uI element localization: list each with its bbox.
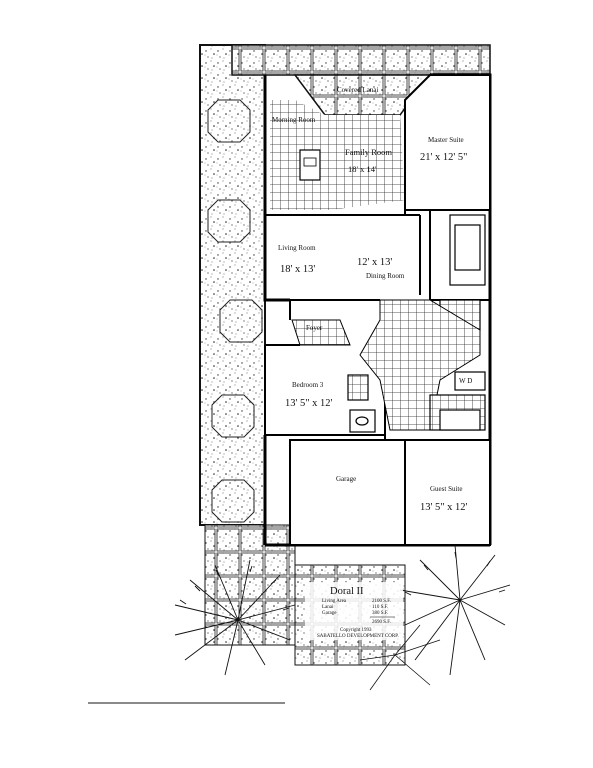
- guest-suite: [404, 439, 491, 546]
- family-room-floor: [270, 100, 405, 210]
- title-block: Doral II Living Area 2100 S.F. Lanai 110…: [305, 582, 403, 640]
- label-bedroom3: Bedroom 3: [292, 381, 324, 389]
- label-foyer: Foyer: [306, 324, 323, 332]
- paver-walkway: [199, 44, 491, 646]
- label-living-room: Living Room: [278, 244, 316, 252]
- shrub-bottom: [359, 624, 441, 691]
- area-row-label: Lanai: [322, 605, 334, 610]
- area-row-total: 2690 S.F.: [372, 620, 391, 625]
- label-family-room-size: 18' x 14': [348, 164, 377, 174]
- label-master-suite-size: 21' x 12' 5": [420, 152, 467, 163]
- label-dining-room: Dining Room: [366, 272, 405, 280]
- garage: [289, 439, 406, 546]
- label-covered-lanai: Covered Lanai: [337, 86, 378, 94]
- palm-right: [399, 544, 511, 676]
- area-row-value: 2100 S.F.: [372, 599, 391, 604]
- label-family-room: Family Room: [345, 147, 392, 157]
- label-dining-room-size: 12' x 13': [357, 257, 392, 268]
- palm-left: [174, 559, 296, 676]
- laundry: [429, 371, 486, 431]
- label-master-suite: Master Suite: [428, 136, 464, 144]
- area-row-label: Garage: [322, 611, 337, 616]
- label-morning-room: Morning Room: [272, 116, 316, 124]
- area-row-value: 380 S.F.: [372, 611, 388, 616]
- label-bedroom3-size: 13' 5" x 12': [285, 398, 333, 409]
- label-guest-suite-size: 13' 5" x 12': [420, 502, 468, 513]
- model-name: Doral II: [330, 586, 364, 597]
- builder-name: SABATELLO DEVELOPMENT CORP.: [317, 634, 399, 639]
- area-row-label: Living Area: [322, 599, 347, 604]
- copyright: Copyright 1993: [340, 628, 372, 633]
- hall-floor: [291, 299, 481, 431]
- label-wd: W D: [459, 377, 472, 385]
- area-row-value: 110 S.F.: [372, 605, 388, 610]
- label-living-room-size: 18' x 13': [280, 264, 315, 275]
- kitchen-island: [299, 149, 321, 181]
- label-garage: Garage: [336, 475, 356, 483]
- bedroom3-bath: [347, 374, 376, 433]
- label-guest-suite: Guest Suite: [430, 485, 462, 493]
